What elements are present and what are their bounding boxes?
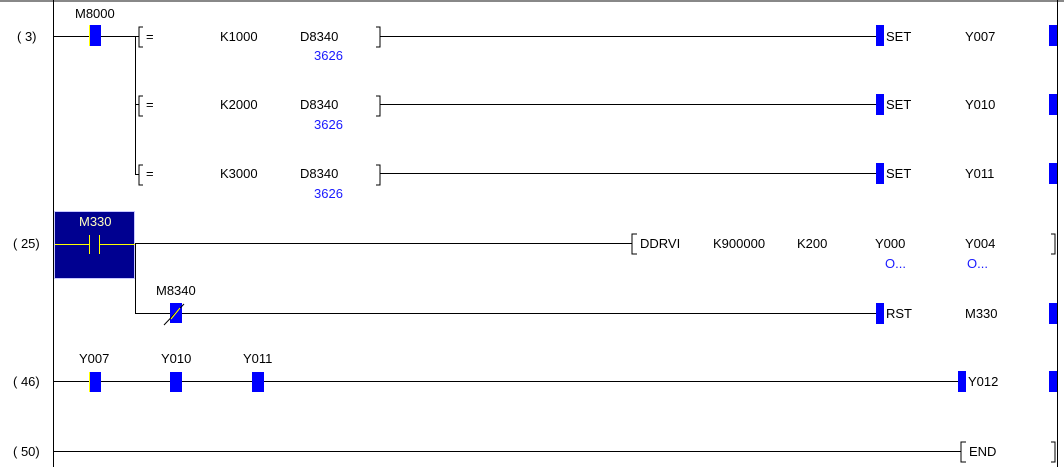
monitor-value: 3626 bbox=[314, 186, 343, 201]
monitor-value: O... bbox=[885, 256, 906, 271]
compare-op: = bbox=[146, 97, 154, 112]
contact-label: Y010 bbox=[161, 351, 192, 366]
instr-bracket-icon bbox=[876, 94, 884, 115]
compare-op: = bbox=[146, 166, 154, 181]
contact-y011[interactable] bbox=[252, 372, 264, 392]
instr-device[interactable]: M330 bbox=[965, 306, 998, 321]
instr-end-bracket-icon bbox=[1049, 303, 1057, 324]
slash-icon bbox=[163, 303, 185, 326]
step-number: ( 3) bbox=[17, 29, 37, 44]
instr-end-bracket-icon bbox=[1049, 94, 1057, 115]
instr-device[interactable]: Y010 bbox=[965, 97, 996, 112]
compare-op: = bbox=[146, 29, 154, 44]
contact-label: Y007 bbox=[79, 351, 110, 366]
instr-name[interactable]: SET bbox=[886, 166, 912, 181]
instr-arg[interactable]: Y004 bbox=[965, 236, 996, 251]
instr-name[interactable]: RST bbox=[886, 306, 912, 321]
compare-s2[interactable]: D8340 bbox=[300, 97, 339, 112]
instr-end-bracket-icon bbox=[1049, 163, 1057, 184]
end-instruction[interactable]: END bbox=[969, 444, 997, 459]
contact-y010[interactable] bbox=[170, 372, 182, 392]
contact-label: M8000 bbox=[75, 6, 115, 21]
no-contact-icon bbox=[55, 235, 135, 254]
step-number: ( 50) bbox=[13, 444, 40, 459]
selected-contact-m330[interactable]: M330 bbox=[54, 211, 135, 279]
step-number: ( 46) bbox=[13, 374, 40, 389]
instr-end-bracket-icon bbox=[1049, 25, 1057, 46]
instr-bracket-icon bbox=[876, 163, 884, 184]
contact-y007[interactable] bbox=[89, 372, 101, 392]
instr-name[interactable]: DDRVI bbox=[640, 236, 681, 251]
instr-device[interactable]: Y011 bbox=[965, 166, 995, 181]
monitor-value: 3626 bbox=[314, 117, 343, 132]
contact-label: M330 bbox=[79, 214, 112, 229]
compare-s1[interactable]: K3000 bbox=[220, 166, 258, 181]
instr-bracket-icon bbox=[876, 25, 884, 46]
instr-arg[interactable]: K200 bbox=[797, 236, 828, 251]
monitor-value: O... bbox=[967, 256, 988, 271]
instr-device[interactable]: Y007 bbox=[965, 29, 996, 44]
instr-name[interactable]: SET bbox=[886, 97, 912, 112]
compare-s2[interactable]: D8340 bbox=[300, 29, 339, 44]
step-number: ( 25) bbox=[13, 236, 40, 251]
instr-bracket-icon bbox=[876, 303, 884, 324]
compare-s1[interactable]: K1000 bbox=[220, 29, 258, 44]
contact-label: Y011 bbox=[243, 351, 273, 366]
instr-arg[interactable]: Y000 bbox=[875, 236, 906, 251]
compare-s1[interactable]: K2000 bbox=[220, 97, 258, 112]
compare-s2[interactable]: D8340 bbox=[300, 166, 339, 181]
coil-open-icon bbox=[958, 371, 966, 392]
nc-contact-m8340[interactable] bbox=[163, 303, 185, 326]
coil-close-icon bbox=[1049, 371, 1057, 392]
monitor-value: 3626 bbox=[314, 48, 343, 63]
instr-name[interactable]: SET bbox=[886, 29, 912, 44]
contact-m8000[interactable] bbox=[89, 25, 101, 46]
contact-label: M8340 bbox=[156, 283, 196, 298]
instr-arg[interactable]: K900000 bbox=[713, 236, 766, 251]
coil-device[interactable]: Y012 bbox=[968, 374, 999, 389]
